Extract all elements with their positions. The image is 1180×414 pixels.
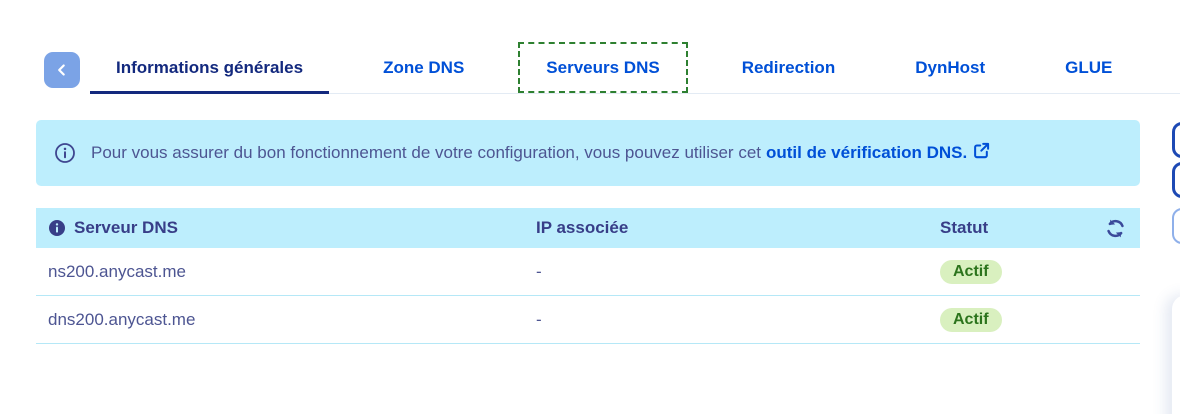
info-icon xyxy=(54,142,76,164)
tab-glue[interactable]: GLUE xyxy=(1039,42,1138,93)
table-row: dns200.anycast.me - Actif xyxy=(36,296,1140,344)
server-name-cell: ns200.anycast.me xyxy=(48,261,186,281)
table-row: ns200.anycast.me - Actif xyxy=(36,248,1140,296)
tab-serveurs-dns[interactable]: Serveurs DNS xyxy=(518,42,688,93)
status-badge: Actif xyxy=(940,259,1002,284)
tab-dynhost[interactable]: DynHost xyxy=(889,42,1011,93)
tab-bar: Informations générales Zone DNS Serveurs… xyxy=(90,42,1180,94)
status-cell: Actif xyxy=(940,307,1140,332)
ip-cell: - xyxy=(536,309,542,329)
table-header-row: Serveur DNS IP associée Statut xyxy=(36,208,1140,248)
info-filled-icon xyxy=(48,219,66,237)
external-link-icon[interactable] xyxy=(973,142,990,164)
back-button[interactable] xyxy=(44,52,80,88)
status-cell: Actif xyxy=(940,259,1140,284)
cutoff-action-button-1[interactable] xyxy=(1172,122,1180,158)
tab-redirection[interactable]: Redirection xyxy=(716,42,862,93)
refresh-icon xyxy=(1105,218,1126,239)
info-banner: Pour vous assurer du bon fonctionnement … xyxy=(36,120,1140,186)
column-header-status: Statut xyxy=(940,218,989,237)
dns-servers-table: Serveur DNS IP associée Statut ns200.any… xyxy=(36,208,1140,344)
dns-verification-link[interactable]: outil de vérification DNS. xyxy=(766,143,968,162)
cutoff-side-card xyxy=(1172,295,1180,414)
banner-text: Pour vous assurer du bon fonctionnement … xyxy=(91,143,761,162)
server-name-cell: dns200.anycast.me xyxy=(48,309,196,329)
status-badge: Actif xyxy=(940,307,1002,332)
column-header-server-label: Serveur DNS xyxy=(74,218,178,237)
tab-informations-generales[interactable]: Informations générales xyxy=(90,42,330,94)
tab-zone-dns[interactable]: Zone DNS xyxy=(357,42,490,93)
cutoff-action-button-3[interactable] xyxy=(1172,208,1180,244)
refresh-button[interactable] xyxy=(1105,218,1140,239)
column-header-ip: IP associée xyxy=(536,218,629,237)
ip-cell: - xyxy=(536,261,542,281)
column-header-server: Serveur DNS xyxy=(36,218,536,238)
cutoff-action-button-2[interactable] xyxy=(1172,162,1180,198)
chevron-left-icon xyxy=(55,63,69,77)
